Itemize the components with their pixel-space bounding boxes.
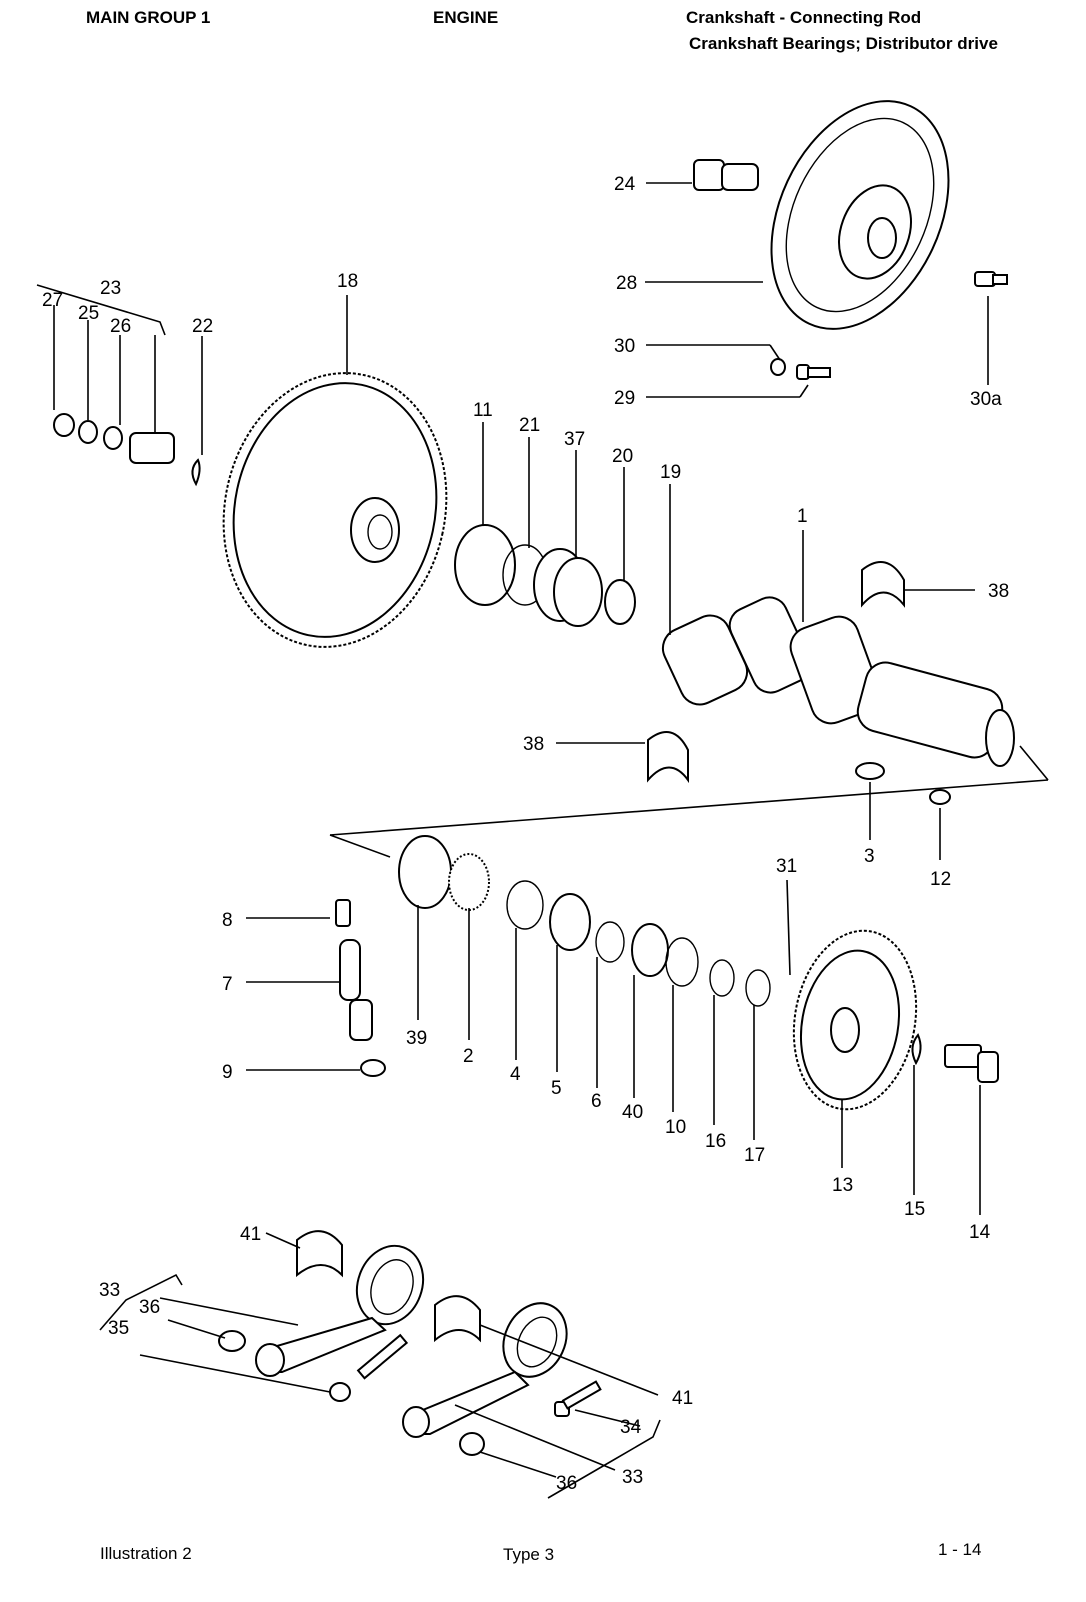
callout-15: 15: [904, 1199, 925, 1220]
distributor-drive-part: [335, 899, 386, 1077]
nut-part-35: [329, 1382, 351, 1402]
woodruff-key-part-12: [929, 789, 951, 805]
callout-30a: 30a: [970, 389, 1002, 410]
illustration-label: Illustration 2: [100, 1544, 192, 1563]
lock-plate-part-15: [911, 1033, 922, 1066]
bearing-shell-part-38a: [861, 561, 905, 608]
callout-13: 13: [832, 1175, 853, 1196]
flywheel-part: [222, 372, 448, 648]
callout-39: 39: [406, 1028, 427, 1049]
bearing-shell-part-38b: [647, 731, 689, 784]
bushing-part-36b: [459, 1432, 485, 1456]
callout-34: 34: [620, 1417, 642, 1438]
callout-14: 14: [969, 1222, 991, 1243]
connecting-rod-part-lower: [402, 1302, 568, 1438]
rod-bearing-part-41a: [296, 1230, 343, 1278]
callout-22: 22: [192, 316, 213, 337]
rod-bearing-part-41b: [434, 1295, 481, 1343]
plug-part-24: [693, 159, 759, 191]
rod-bolt-part: [356, 1333, 409, 1380]
callout-40: 40: [622, 1102, 643, 1123]
callout-17: 17: [744, 1145, 765, 1166]
gland-nut-assembly-part: [53, 413, 175, 464]
callout-36-upper: 36: [139, 1297, 160, 1318]
callout-33-upper: 33: [99, 1280, 120, 1301]
callout-20: 20: [612, 446, 633, 467]
callout-11: 11: [473, 400, 493, 421]
callout-31: 31: [776, 856, 797, 877]
pulley-bolt-part-14: [944, 1044, 999, 1083]
drive-plate-part: [770, 100, 950, 330]
callout-29: 29: [614, 388, 635, 409]
page-number: 1 - 14: [938, 1540, 982, 1559]
callout-16: 16: [705, 1131, 726, 1152]
lock-plate-part-22: [191, 458, 201, 487]
callout-24: 24: [614, 174, 636, 195]
callout-28: 28: [616, 273, 637, 294]
rod-bolt-part-34: [554, 1380, 602, 1417]
callout-35: 35: [108, 1318, 129, 1339]
crankshaft-pulley-part: [792, 929, 918, 1111]
callout-25: 25: [78, 303, 99, 324]
callout-41-lower: 41: [672, 1388, 693, 1409]
callout-10: 10: [665, 1117, 686, 1138]
callout-3: 3: [864, 846, 875, 867]
callout-labels: 24 28 30 29 30a 23 27 25 26 22 18 11 21 …: [42, 174, 1009, 1494]
callout-38-upper: 38: [988, 581, 1009, 602]
callout-12: 12: [930, 869, 951, 890]
callout-41-upper: 41: [240, 1224, 261, 1245]
callout-23: 23: [100, 278, 121, 299]
bolt-part-30a: [974, 271, 1008, 287]
woodruff-key-part-3: [855, 762, 885, 780]
lower-bearing-stack-part: [398, 835, 771, 1007]
callout-27: 27: [42, 290, 63, 311]
callout-6: 6: [591, 1091, 602, 1112]
callout-18: 18: [337, 271, 358, 292]
main-group-label: MAIN GROUP 1: [86, 8, 211, 27]
callout-9: 9: [222, 1062, 233, 1083]
callout-4: 4: [510, 1064, 521, 1085]
leader-lines: [36, 182, 1049, 1499]
callout-7: 7: [222, 974, 233, 995]
callout-30: 30: [614, 336, 635, 357]
callout-1: 1: [797, 506, 808, 527]
page-subtitle: Crankshaft Bearings; Distributor drive: [689, 34, 998, 53]
washer-part-30: [770, 358, 786, 376]
callout-36-lower: 36: [556, 1473, 577, 1494]
bushing-part-36a: [218, 1330, 246, 1352]
crankshaft-part: [661, 596, 1015, 767]
upper-bearing-stack-part: [454, 524, 636, 627]
connecting-rod-part-upper: [255, 1244, 425, 1377]
callout-2: 2: [463, 1046, 474, 1067]
callout-8: 8: [222, 910, 233, 931]
callout-38-lower: 38: [523, 734, 544, 755]
type-label: Type 3: [503, 1545, 555, 1564]
callout-37: 37: [564, 429, 585, 450]
callout-19: 19: [660, 462, 681, 483]
callout-5: 5: [551, 1078, 562, 1099]
bolt-part-29: [796, 364, 831, 380]
callout-26: 26: [110, 316, 131, 337]
callout-33-lower: 33: [622, 1467, 643, 1488]
callout-21: 21: [519, 415, 540, 436]
page-title: Crankshaft - Connecting Rod: [686, 8, 922, 27]
section-label: ENGINE: [433, 8, 499, 27]
